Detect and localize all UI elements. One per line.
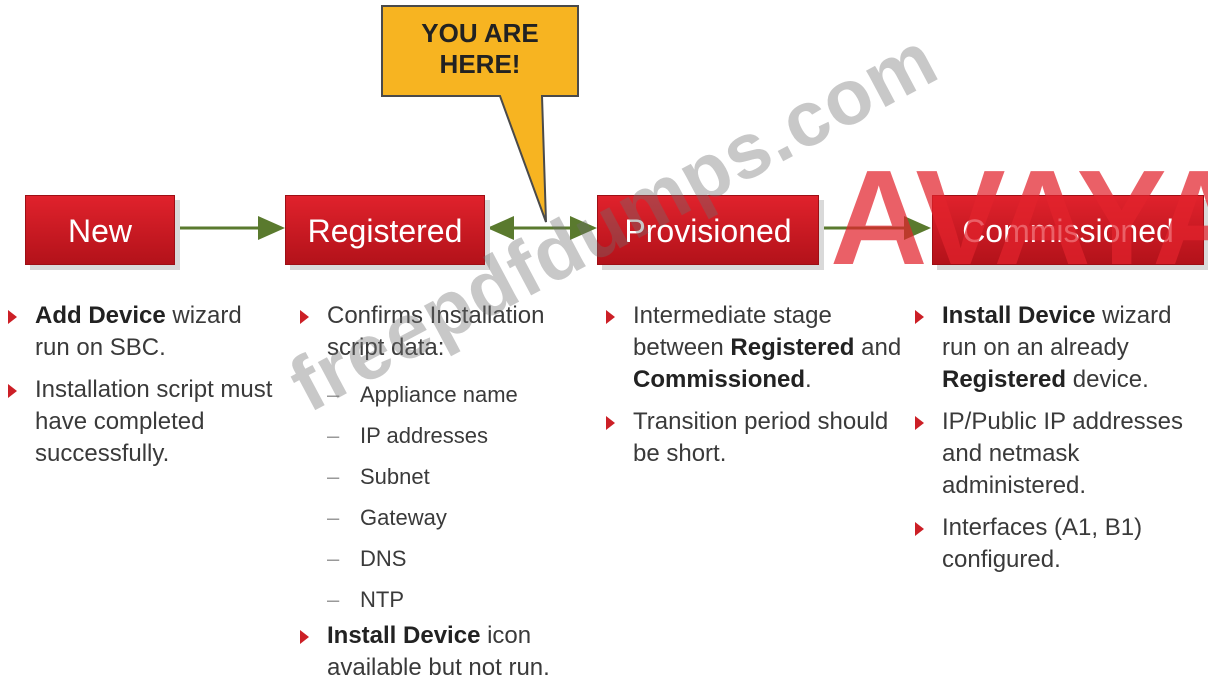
bullet-text: wizard run on an already [942,302,1172,361]
sub-item: –Gateway [300,497,600,538]
list-item: Interfaces (A1, B1) configured. [915,512,1208,576]
brand-watermark: AVAYA [830,142,1208,293]
list-item: IP/Public IP addresses and netmask admin… [915,406,1208,502]
bullet-arrow-icon [915,522,924,536]
sub-item-text: IP addresses [360,423,489,448]
bullet-text: IP/Public IP addresses and netmask admin… [942,408,1184,499]
bullet-bold: Add Device [35,302,166,329]
bullet-text: Interfaces (A1, B1) configured. [942,514,1143,573]
bullet-arrow-icon [300,310,309,324]
list-item: Confirms Installation script data: [300,300,600,364]
sub-item: –Appliance name [300,374,600,415]
bullet-arrow-icon [8,384,17,398]
bullet-bold: Install Device [327,622,481,649]
sub-item-text: Appliance name [360,382,518,407]
list-item: Intermediate stage between Registered an… [606,300,906,396]
bullet-text: and [854,334,902,361]
bullet-text: Confirms Installation script data: [327,302,545,361]
callout-line-1: YOU ARE [421,18,539,48]
callout-label: YOU ARE HERE! [385,18,575,80]
list-item: Install Device icon available but not ru… [300,620,600,684]
dash-icon: – [327,382,340,407]
sub-item-text: NTP [360,587,404,612]
list-item: Installation script must have completed … [8,374,278,470]
callout-line-2: HERE! [439,49,521,79]
sub-item-text: Gateway [360,505,447,530]
bullet-bold: Commissioned [633,366,806,393]
bullet-text: Installation script must have completed … [35,376,273,467]
bullet-arrow-icon [8,310,17,324]
bullet-text: . [805,366,812,393]
column-new: Add Device wizard run on SBC. Installati… [8,300,278,480]
stage-registered: Registered [285,195,485,265]
dash-icon: – [327,546,340,571]
sub-item: –DNS [300,538,600,579]
list-item: Install Device wizard run on an already … [915,300,1208,396]
bullet-text: Intermediate stage between [633,302,832,361]
dash-icon: – [327,505,340,530]
sub-item: –Subnet [300,456,600,497]
you-are-here-callout [381,5,579,223]
column-commissioned: Install Device wizard run on an already … [915,300,1208,586]
bullet-arrow-icon [300,630,309,644]
bullet-arrow-icon [915,310,924,324]
list-item: Transition period should be short. [606,406,906,470]
bullet-arrow-icon [606,416,615,430]
list-item: Add Device wizard run on SBC. [8,300,278,364]
sub-item: –NTP [300,579,600,620]
stage-new: New [25,195,175,265]
sub-item-text: Subnet [360,464,430,489]
bullet-bold: Registered [730,334,855,361]
sub-item-text: DNS [360,546,407,571]
dash-icon: – [327,423,340,448]
dash-icon: – [327,464,340,489]
sub-item: –IP addresses [300,415,600,456]
bullet-text: device. [1066,366,1149,393]
bullet-arrow-icon [606,310,615,324]
bullet-bold: Registered [942,366,1067,393]
dash-icon: – [327,587,340,612]
bullet-bold: Install Device [942,302,1096,329]
bullet-text: wizard run on SBC. [35,302,242,361]
column-provisioned: Intermediate stage between Registered an… [606,300,906,480]
stage-commissioned: Commissioned [932,195,1204,265]
connector-layer [178,5,931,240]
bullet-text: Transition period should be short. [633,408,889,467]
bullet-arrow-icon [915,416,924,430]
stage-provisioned: Provisioned [597,195,819,265]
